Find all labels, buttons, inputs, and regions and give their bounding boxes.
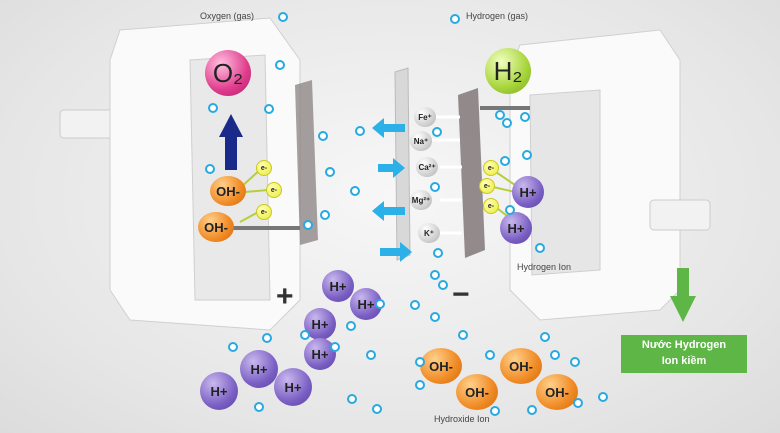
- bubble: [350, 186, 360, 196]
- bubble: [410, 300, 420, 310]
- bubble: [325, 167, 335, 177]
- bubble: [432, 127, 442, 137]
- electron: e-: [479, 178, 495, 194]
- bubble: [264, 104, 274, 114]
- bubble: [375, 299, 385, 309]
- electron: e-: [483, 160, 499, 176]
- bubble: [330, 342, 340, 352]
- bubble: [205, 164, 215, 174]
- bubble: [535, 243, 545, 253]
- hydrogen-gas-label: Hydrogen (gas): [466, 11, 529, 21]
- electron: e-: [266, 182, 282, 198]
- electron: e-: [483, 198, 499, 214]
- arrow-right-icon: [378, 158, 405, 178]
- ion-fe: Fe⁺: [414, 107, 436, 127]
- alkaline-ionized-water-label: Nước Hydrogen Ion kiềm: [621, 335, 747, 373]
- hydrogen-ion: H+: [274, 368, 312, 406]
- arrow-left-icon: [372, 201, 405, 221]
- bubble: [346, 321, 356, 331]
- bubble: [254, 402, 264, 412]
- bubble: [490, 406, 500, 416]
- bubble: [366, 350, 376, 360]
- bubble: [505, 205, 515, 215]
- hydroxide-ion: OH-: [500, 348, 542, 384]
- bubble: [502, 118, 512, 128]
- ion-ca: Ca²⁺: [416, 157, 438, 177]
- bubble: [355, 126, 365, 136]
- down-arrow-icon: [670, 268, 696, 322]
- hydrogen-ion: H+: [240, 350, 278, 388]
- ion-mg: Mg²⁺: [410, 190, 432, 210]
- hydrogen-ion: H+: [500, 212, 532, 244]
- hydrogen-ion: H+: [322, 270, 354, 302]
- bubble: [540, 332, 550, 342]
- anode-mesh: [295, 80, 318, 245]
- bubble: [275, 60, 285, 70]
- bubble: [495, 110, 505, 120]
- cathode-mesh: [458, 88, 485, 258]
- bubble: [347, 394, 357, 404]
- bubble: [433, 248, 443, 258]
- bubble: [485, 350, 495, 360]
- bubble: [318, 131, 328, 141]
- bubble: [228, 342, 238, 352]
- bubble: [208, 103, 218, 113]
- bubble: [430, 312, 440, 322]
- hydroxide-ion: OH-: [198, 212, 234, 242]
- hydroxide-ion: OH-: [536, 374, 578, 410]
- oxygen-gas-label: Oxygen (gas): [200, 11, 255, 21]
- bubble: [430, 182, 440, 192]
- bubble: [438, 280, 448, 290]
- bubble: [303, 220, 313, 230]
- minus-sign: −: [452, 278, 470, 311]
- hydroxide-ion: OH-: [420, 348, 462, 384]
- hydrogen-molecule: H₂: [485, 48, 531, 94]
- bubble: [372, 404, 382, 414]
- plus-sign: +: [276, 280, 294, 313]
- bubble: [527, 405, 537, 415]
- bubble: [320, 210, 330, 220]
- bubble: [300, 330, 310, 340]
- bubble: [598, 392, 608, 402]
- up-arrow-icon: [219, 114, 243, 170]
- ion-na: Na⁺: [410, 131, 432, 151]
- bubble: [570, 357, 580, 367]
- ion-lines: [432, 115, 462, 235]
- hydrogen-ion-label: Hydrogen Ion: [517, 262, 572, 272]
- result-line-1: Nước Hydrogen: [641, 339, 727, 351]
- bubble: [522, 150, 532, 160]
- bubble: [415, 357, 425, 367]
- ion-flow-arrows: [372, 118, 412, 262]
- hydroxide-ion: OH-: [210, 176, 246, 206]
- hydrogen-ion: H+: [200, 372, 238, 410]
- bubble: [520, 112, 530, 122]
- oxygen-molecule: O₂: [205, 50, 251, 96]
- bubble: [278, 12, 288, 22]
- electron: e-: [256, 160, 272, 176]
- arrow-right-icon: [380, 242, 412, 262]
- bubble: [430, 270, 440, 280]
- ion-k: K⁺: [418, 223, 440, 243]
- bubble: [415, 380, 425, 390]
- bubble: [450, 14, 460, 24]
- hydrogen-ion: H+: [512, 176, 544, 208]
- hydroxide-ion-label: Hydroxide Ion: [434, 414, 490, 424]
- bubble: [550, 350, 560, 360]
- bubble: [573, 398, 583, 408]
- bubble: [458, 330, 468, 340]
- result-line-2: Ion kiềm: [661, 355, 707, 367]
- bubble: [500, 156, 510, 166]
- bubble: [262, 333, 272, 343]
- arrow-left-icon: [372, 118, 405, 138]
- electron: e-: [256, 204, 272, 220]
- cathode-housing: [509, 29, 711, 321]
- hydroxide-ion: OH-: [456, 374, 498, 410]
